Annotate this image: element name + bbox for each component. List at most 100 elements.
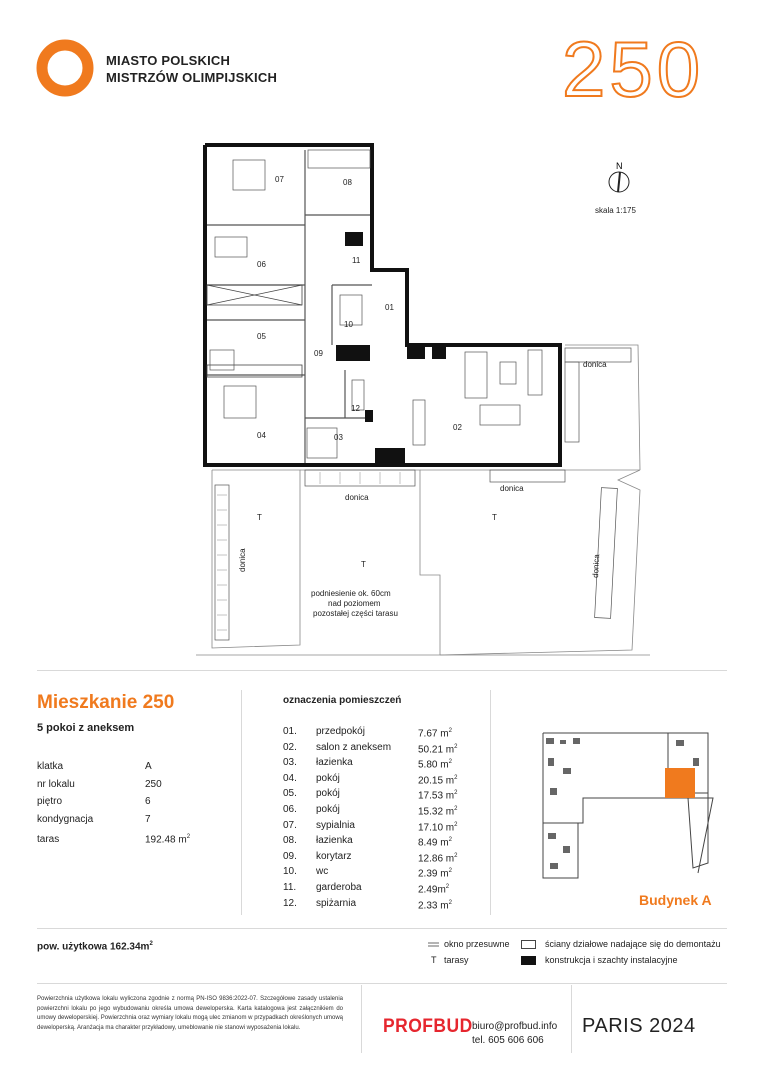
room-area: 50.21 m2 (418, 740, 457, 758)
usable-area: pow. użytkowa 162.34m2 (37, 941, 153, 952)
room-area: 5.80 m2 (418, 755, 452, 773)
removable-wall-swatch (521, 940, 536, 949)
room-name: przedpokój (316, 726, 365, 737)
room-area-value: 5.80 m (418, 759, 449, 771)
room-label-12: 12 (351, 404, 360, 413)
divider-footer-2 (571, 985, 572, 1053)
kondygnacja-label: kondygnacja (37, 813, 94, 825)
terrace-label-3: T (361, 560, 366, 569)
room-area-value: 7.67 m (418, 728, 449, 740)
pietro-label: piętro (37, 796, 63, 807)
room-name: garderoba (316, 881, 362, 893)
room-name: spiżarnia (316, 897, 357, 909)
apartment-location-highlight (665, 768, 695, 798)
apartment-info-values: A 250 6 7 (145, 758, 162, 828)
room-area: 17.10 m2 (418, 818, 457, 836)
terrace-outline (196, 344, 650, 656)
north-arrow-icon: N (608, 161, 630, 193)
divider-vertical-2 (490, 690, 491, 915)
divider-bottom (37, 983, 727, 984)
taras-value: 192.48 m2 (145, 834, 190, 845)
room-label-01: 01 (385, 303, 394, 312)
room-area-unit-sup: 2 (454, 743, 458, 750)
raised-note-1: podniesienie ok. 60cm (311, 589, 391, 598)
divider-top (37, 670, 727, 671)
furniture (209, 149, 543, 459)
brand-line-1: MIASTO POLSKICH (106, 53, 231, 68)
room-name: salon z aneksem (316, 741, 392, 753)
room-label-10: 10 (344, 320, 353, 329)
divider-middle (37, 928, 727, 929)
taras-label: taras (37, 834, 60, 845)
legend-removable: ściany działowe nadające się do demontaż… (545, 939, 721, 949)
divider-vertical-1 (241, 690, 242, 915)
room-number: 01. (283, 726, 297, 737)
planter-label-4: donica (238, 548, 247, 572)
apartment-subtitle: 5 pokoi z aneksem (37, 722, 135, 734)
room-label-07: 07 (275, 175, 284, 184)
room-label-02: 02 (453, 423, 462, 432)
room-area-unit-sup: 2 (448, 759, 452, 766)
klatka-value: A (145, 761, 152, 772)
floor-plan: 07 08 06 11 10 01 05 09 12 04 03 02 doni… (196, 143, 650, 656)
room-area-value: 2.49m (418, 884, 446, 896)
apartment-number-display: 250 (561, 30, 704, 105)
room-area-unit-sup: 2 (454, 790, 458, 797)
planter-label-1: donica (583, 360, 607, 369)
contact-phone[interactable]: tel. 605 606 606 (472, 1035, 544, 1046)
room-area-value: 50.21 m (418, 743, 455, 755)
room-number: 05. (283, 788, 297, 800)
room-label-04: 04 (257, 431, 266, 440)
room-area-unit-sup: 2 (454, 852, 458, 859)
room-area-unit-sup: 2 (454, 805, 458, 812)
room-area: 7.67 m2 (418, 724, 452, 742)
room-area-value: 17.10 m (418, 821, 455, 833)
legal-note: Powierzchnia użytkowa lokalu wyliczona z… (37, 996, 343, 1031)
room-area-value: 2.33 m (418, 899, 449, 911)
room-number: 07. (283, 819, 297, 831)
sliding-window-icon (428, 942, 439, 947)
rooms-heading: oznaczenia pomieszczeń (283, 695, 402, 706)
shafts (336, 232, 446, 465)
brand-line-2: MISTRZÓW OLIMPIJSKICH (106, 70, 278, 85)
room-area-unit-sup: 2 (448, 899, 452, 906)
room-number: 11. (283, 881, 297, 893)
room-area: 15.32 m2 (418, 802, 457, 820)
legend-structure: konstrukcja i szachty instalacyjne (545, 955, 678, 965)
room-number: 09. (283, 850, 297, 862)
room-name: korytarz (316, 850, 352, 862)
planter-label-2: donica (500, 484, 524, 493)
brand-logo-icon (36, 39, 94, 97)
raised-note-3: pozostałej części tarasu (313, 609, 398, 618)
project-name: PARIS 2024 (582, 1015, 696, 1037)
room-name: łazienka (316, 835, 353, 847)
room-area-value: 12.86 m (418, 853, 455, 865)
room-number: 04. (283, 772, 297, 784)
room-area: 20.15 m2 (418, 771, 457, 789)
usable-area-unit-sup: 2 (149, 941, 153, 947)
room-number: 10. (283, 866, 297, 878)
room-area-unit-sup: 2 (448, 837, 452, 844)
legend-sliding: okno przesuwne (444, 939, 510, 949)
room-name: wc (316, 866, 329, 878)
room-name: pokój (316, 788, 340, 800)
scale-label: skala 1:175 (595, 206, 636, 215)
room-number: 02. (283, 741, 297, 753)
room-area-unit-sup: 2 (454, 821, 458, 828)
structure-swatch (521, 956, 536, 965)
room-label-05: 05 (257, 332, 266, 341)
building-key-plan (542, 732, 714, 879)
room-name: pokój (316, 772, 340, 784)
apartment-number-outline: 250 (562, 30, 704, 105)
taras-unit-sup: 2 (186, 834, 191, 840)
room-name: łazienka (316, 757, 353, 769)
contact-email[interactable]: biuro@profbud.info (472, 1021, 558, 1032)
room-area-value: 2.39 m (418, 868, 449, 880)
room-area: 2.39 m2 (418, 864, 452, 882)
room-area-value: 17.53 m (418, 790, 455, 802)
lokal-label: nr lokalu (37, 778, 75, 790)
terrace-label-1: T (257, 513, 262, 522)
room-area-value: 20.15 m (418, 775, 455, 787)
legend-terraces-symbol: T (431, 955, 437, 965)
contact: biuro@profbud.info tel. 605 606 606 (472, 1020, 557, 1048)
